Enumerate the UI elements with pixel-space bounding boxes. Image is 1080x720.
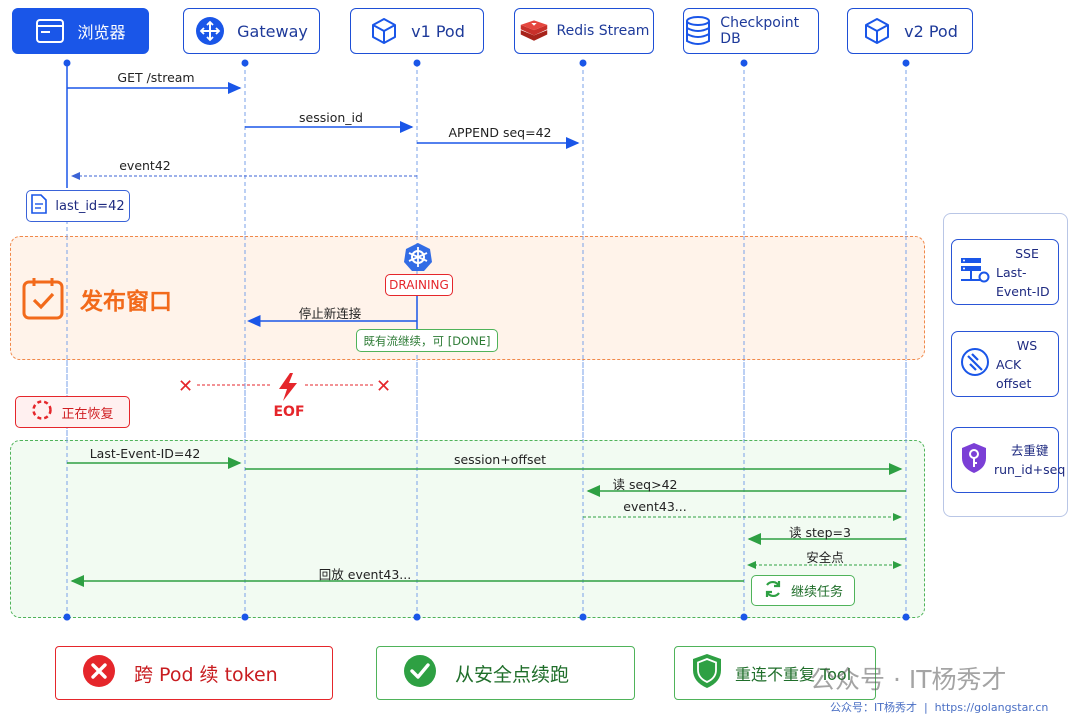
message-append: APPEND seq=42 [448, 125, 552, 140]
participant-label: v2 Pod [904, 21, 958, 41]
sse-stream-icon [960, 256, 990, 288]
participant-browser: 浏览器 [12, 8, 149, 54]
participant-gateway: Gateway [183, 8, 320, 54]
summary-tool: 重连不重复 Tool [674, 646, 876, 700]
gateway-icon [195, 16, 225, 46]
message-session-offset: session+offset [453, 452, 547, 467]
lightning-icon [277, 372, 299, 406]
cross-icon: ✕ [178, 376, 194, 397]
database-icon [684, 16, 712, 46]
participant-checkpoint-db: Checkpoint DB [683, 8, 819, 54]
summary-bad: 跨 Pod 续 token [55, 646, 333, 700]
message-event42: event42 [119, 158, 171, 173]
message-last-event-id: Last-Event-ID=42 [89, 446, 201, 461]
participant-label: Redis Stream [556, 23, 650, 39]
cross-icon: ✕ [376, 376, 392, 397]
message-stop-new: 停止新连接 [298, 306, 362, 321]
cube-icon [862, 16, 892, 46]
existing-flow-note: 既有流继续，可 [DONE] [356, 329, 498, 352]
websocket-icon [960, 347, 990, 381]
check-circle-icon [403, 654, 437, 693]
key-shield-icon [960, 442, 988, 478]
refresh-icon [763, 579, 783, 603]
participant-v2-pod: v2 Pod [847, 8, 973, 54]
watermark-footer: 公众号：IT杨秀才 | https://golangstar.cn [830, 701, 1049, 714]
message-event43: event43... [623, 499, 687, 514]
continue-task-note: 继续任务 [751, 575, 855, 606]
participant-label: Checkpoint DB [720, 15, 800, 47]
message-safe-point: 安全点 [806, 550, 844, 565]
redis-icon [519, 16, 549, 46]
participant-redis-stream: Redis Stream [514, 8, 654, 54]
message-get-stream: GET /stream [117, 70, 195, 85]
watermark-brand: 公众号 · IT杨秀才 [810, 665, 1007, 694]
kubernetes-icon [403, 242, 433, 276]
recovering-note: 正在恢复 [15, 396, 130, 428]
participant-label: 浏览器 [77, 23, 126, 42]
participant-label: v1 Pod [411, 21, 465, 41]
last-id-note: last_id=42 [26, 190, 130, 222]
release-window-title: 发布窗口 [80, 289, 172, 315]
summary-good: 从安全点续跑 [376, 646, 635, 700]
document-icon [31, 194, 48, 218]
browser-window-icon [35, 16, 65, 46]
shield-check-icon [691, 653, 723, 693]
draining-badge: DRAINING [385, 274, 453, 296]
participant-v1-pod: v1 Pod [350, 8, 484, 54]
message-replay: 回放 event43... [318, 567, 412, 582]
cube-icon [369, 16, 399, 46]
message-read-step: 读 step=3 [789, 525, 851, 540]
spinner-icon [31, 399, 53, 425]
message-session-id: session_id [299, 110, 363, 125]
error-circle-icon [82, 654, 116, 693]
eof-label: EOF [273, 404, 305, 420]
message-read-seq: 读 seq>42 [612, 477, 678, 492]
participant-label: Gateway [237, 21, 308, 41]
calendar-check-icon [22, 276, 64, 324]
